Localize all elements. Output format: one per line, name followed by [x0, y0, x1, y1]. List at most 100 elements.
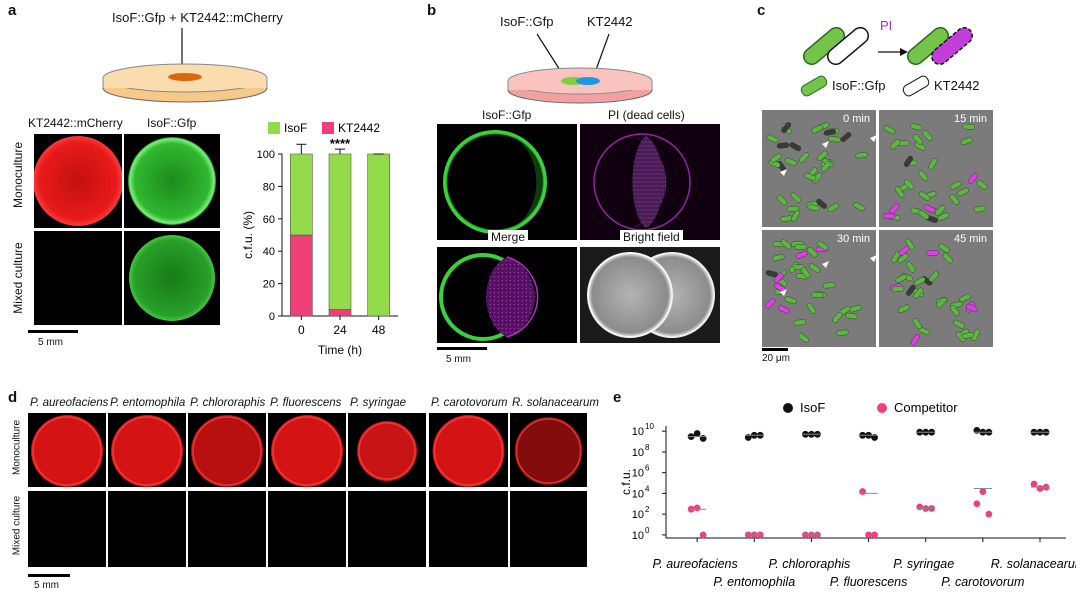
panel-label-a: a: [8, 2, 17, 19]
c-scale-bar: [762, 348, 788, 351]
bar-kt2442-24: [328, 309, 352, 317]
colony: [191, 415, 263, 487]
legend-label-kt2442: KT2442: [338, 121, 380, 135]
d-monoculture-image: [429, 413, 508, 487]
b-label-pi: PI (dead cells): [608, 108, 685, 122]
b-dish-label-right: KT2442: [587, 14, 633, 29]
b-isof-image: [437, 124, 577, 240]
x-tick-label: 48: [372, 323, 386, 337]
y-tick-label: 10: [632, 509, 644, 521]
c-timelapse-45min: 45 min: [879, 230, 993, 347]
arrowhead-marker: [870, 135, 876, 142]
bacterial-cell: [883, 125, 896, 135]
bacterial-cell: [973, 205, 986, 213]
a-scale-bar: [28, 330, 78, 333]
b-scale-label: 5 mm: [446, 354, 471, 365]
colony-edge: [515, 418, 582, 484]
a-col-label-left: KT2442::mCherry: [28, 116, 123, 130]
y-tick-exponent: 2: [645, 505, 650, 514]
bacterial-cell: [781, 122, 792, 133]
bacterial-cell: [967, 173, 978, 184]
panel-label-d: d: [8, 389, 18, 406]
c-scale-label: 20 μm: [762, 353, 790, 364]
bacterial-cell: [816, 198, 827, 209]
bacterial-cell: [804, 172, 817, 181]
bacterial-cell: [928, 271, 939, 282]
bacterial-cell: [845, 312, 858, 320]
x-category-label: P. fluorescens: [830, 575, 908, 589]
bacterial-cell: [905, 238, 915, 251]
point-competitor: [859, 488, 866, 495]
a-mixed-kt2442-image: [34, 231, 122, 325]
bacterial-cell: [855, 152, 868, 159]
b-label-isof: IsoF::Gfp: [482, 108, 532, 122]
bacterial-cell: [906, 261, 916, 273]
bacterial-cell: [894, 186, 905, 198]
d-species-label: P. entomophila: [110, 397, 186, 409]
legend-marker-competitor: [877, 403, 887, 413]
d-monoculture-image: [108, 413, 186, 487]
point-competitor: [973, 500, 981, 508]
y-tick-exponent: 0: [645, 526, 650, 535]
c-time-label: 15 min: [953, 113, 987, 125]
bacterial-cell: [882, 213, 896, 219]
bacterial-cell: [962, 123, 975, 130]
b-dish-label-left: IsoF::Gfp: [500, 14, 554, 29]
point-competitor: [916, 503, 924, 511]
x-tick-label: 24: [333, 323, 347, 337]
d-mixed-culture-image: [268, 491, 346, 567]
bacterial-cell: [773, 272, 784, 284]
point-competitor: [865, 531, 872, 539]
arrowhead-marker: [780, 289, 787, 296]
bar-isof-24: [328, 153, 352, 310]
bacterial-cell: [784, 157, 797, 166]
bacterial-cell: [897, 304, 910, 313]
x-category-label: P. syringae: [893, 557, 954, 571]
legend-label-competitor: Competitor: [894, 400, 958, 415]
bacterial-cell: [965, 303, 978, 313]
c-killing-scheme: [802, 26, 974, 66]
bacterial-cell: [897, 253, 909, 264]
bacterial-cell: [903, 179, 915, 190]
colony: [514, 417, 583, 485]
bacterial-cell: [777, 305, 790, 314]
d-species-label: P. chlororaphis: [190, 397, 266, 409]
bacterial-cell: [959, 293, 972, 303]
d-scale-bar: [28, 574, 70, 577]
significance-annotation: ****: [330, 136, 351, 151]
d-mixed-culture-image: [429, 491, 508, 567]
legend-label-isof: IsoF: [284, 121, 307, 135]
bacterial-cell: [789, 142, 802, 152]
bacterial-cell: [791, 210, 801, 222]
d-mixed-culture-image: [510, 491, 587, 567]
bacterial-cell: [786, 205, 800, 212]
bacterial-cell: [936, 297, 947, 308]
bacterial-cell: [807, 204, 820, 212]
b-merge-image: [437, 247, 577, 343]
bacterial-cell: [953, 319, 965, 329]
x-category-label: P. chlororaphis: [769, 557, 851, 571]
d-row-label-bottom: Mixed culture: [11, 495, 23, 556]
a-row-label-bottom: Mixed culture: [11, 242, 25, 314]
bacterial-cell: [772, 253, 785, 262]
bacterial-cell: [822, 282, 836, 289]
c-legend-kt-label: KT2442: [934, 78, 980, 93]
bacterial-cell: [918, 170, 929, 182]
y-tick-label: 100: [257, 149, 275, 161]
a-scale-label: 5 mm: [38, 337, 63, 348]
x-category-label: P. aureofaciens: [653, 557, 738, 571]
bacterial-cell: [806, 302, 817, 314]
d-monoculture-image: [348, 413, 426, 487]
y-axis-label: c.f.u. (%): [241, 211, 255, 259]
arrowhead-marker: [822, 141, 829, 148]
colony: [31, 415, 103, 487]
c-time-label: 30 min: [836, 233, 870, 245]
bacterial-cell: [836, 329, 849, 336]
bacterial-cell: [923, 204, 936, 213]
bacterial-cell: [817, 240, 829, 251]
colony: [432, 415, 505, 487]
d-mixed-culture-image: [348, 491, 426, 567]
y-tick-label: 0: [269, 311, 275, 323]
colony-edge: [192, 416, 262, 486]
